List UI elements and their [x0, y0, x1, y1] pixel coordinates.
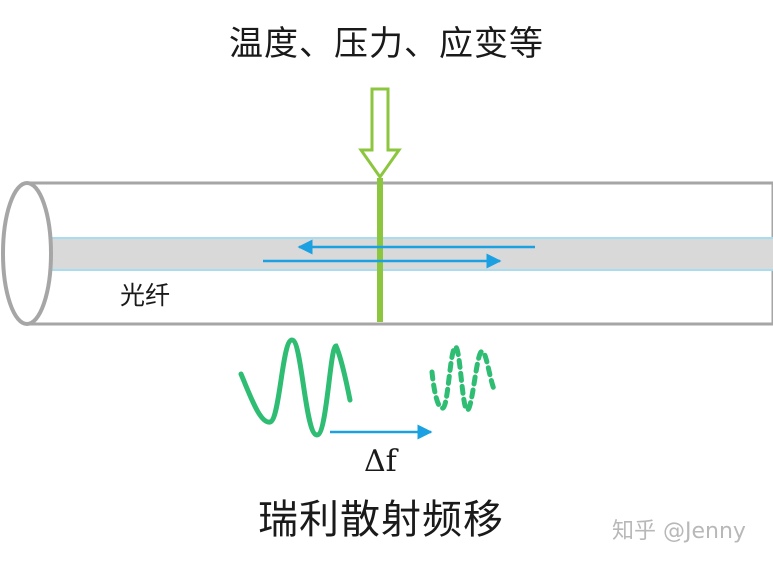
frequency-shift-label: Δf	[364, 444, 397, 479]
incident-wave	[238, 337, 353, 438]
scattering-label: 瑞利散射频移	[258, 497, 504, 543]
fiber-end-face	[1, 181, 53, 326]
fiber-label: 光纤	[120, 281, 171, 310]
stimuli-label: 温度、压力、应变等	[229, 24, 544, 64]
stimulus-arrow-icon	[358, 87, 402, 180]
fiber-cable	[1, 181, 773, 326]
shifted-wave	[429, 344, 498, 413]
fiber-core	[27, 238, 773, 270]
watermark: 知乎 @Jenny	[612, 519, 746, 544]
